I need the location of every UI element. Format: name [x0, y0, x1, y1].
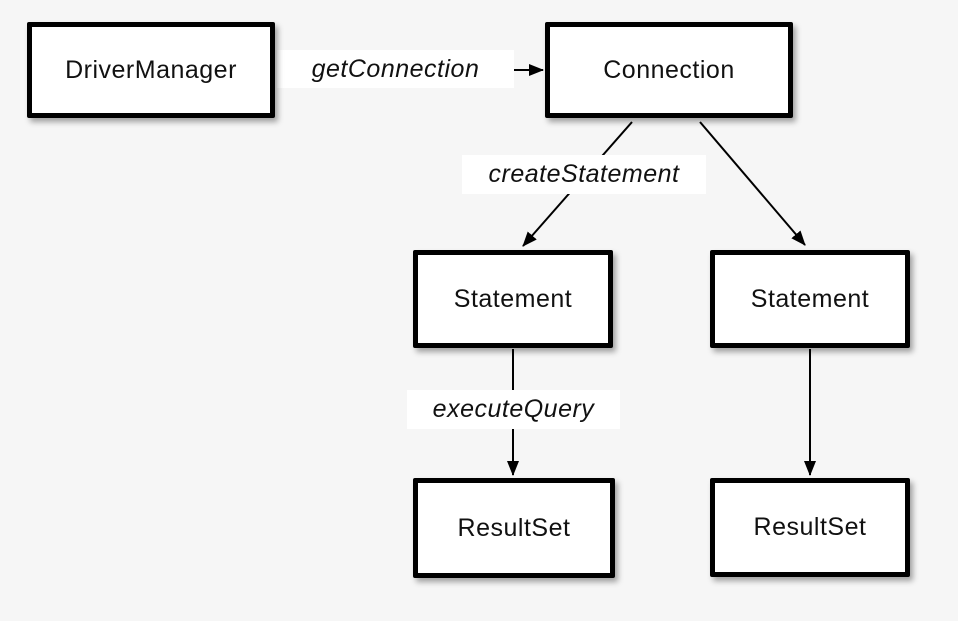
node-connection: Connection [545, 22, 793, 118]
node-resultset-left: ResultSet [413, 478, 615, 578]
edge-connection-to-right-statement-line [699, 121, 806, 246]
node-statement-left: Statement [413, 250, 613, 348]
edge-label-execute-query: executeQuery [407, 390, 620, 429]
edge-label-get-connection: getConnection [277, 50, 514, 88]
node-driver-manager: DriverManager [27, 22, 275, 118]
node-resultset-right: ResultSet [710, 478, 910, 577]
edge-label-create-statement: createStatement [462, 155, 706, 194]
node-statement-right: Statement [710, 250, 910, 348]
